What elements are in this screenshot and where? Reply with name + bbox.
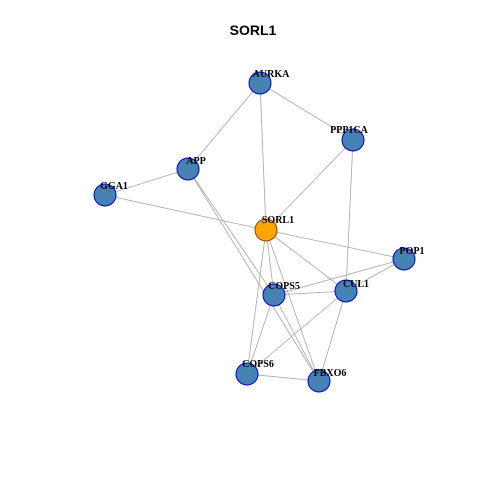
node-label-sorl1: SORL1 [262, 215, 294, 226]
node-ppp1ca [341, 128, 365, 152]
node-label-app: APP [186, 156, 205, 167]
edge-ppp1ca-sorl1 [265, 139, 354, 231]
edge-pop1-cops5 [273, 258, 405, 296]
node-label-cul1: CUL1 [343, 279, 369, 290]
edge-aurka-sorl1 [259, 82, 267, 231]
edge-cops5-cops6 [246, 294, 275, 375]
edge-cul1-fbxo6 [318, 290, 347, 382]
node-label-pop1: POP1 [400, 246, 425, 257]
edge-gga1-sorl1 [104, 194, 267, 231]
node-fbxo6 [307, 369, 331, 393]
edge-cul1-cops5 [273, 290, 347, 296]
nodes-layer [93, 71, 416, 393]
edge-sorl1-cul1 [265, 229, 347, 292]
edge-cops5-fbxo6 [273, 294, 320, 382]
edge-sorl1-cops6 [246, 229, 267, 375]
node-aurka [248, 71, 272, 95]
node-app [176, 157, 200, 181]
node-sorl1 [254, 218, 278, 242]
edge-cul1-cops6 [246, 290, 347, 375]
edge-gga1-app [104, 168, 189, 196]
edge-sorl1-pop1 [265, 229, 405, 260]
node-label-cops6: COPS6 [242, 359, 274, 370]
edge-aurka-app [187, 82, 261, 170]
node-label-cops5: COPS5 [268, 281, 300, 292]
node-cops6 [235, 362, 259, 386]
node-label-fbxo6: FBXO6 [314, 368, 347, 379]
edge-app-cops5 [187, 168, 275, 296]
edge-ppp1ca-cul1 [345, 139, 354, 292]
node-label-ppp1ca: PPP1CA [330, 125, 369, 136]
node-gga1 [93, 183, 117, 207]
node-cul1 [334, 279, 358, 303]
edge-aurka-ppp1ca [259, 82, 354, 141]
node-cops5 [262, 283, 286, 307]
node-label-gga1: GGA1 [100, 181, 128, 192]
node-pop1 [392, 247, 416, 271]
edge-app-fbxo6 [187, 168, 320, 382]
edge-cops6-fbxo6 [246, 373, 320, 382]
edge-sorl1-fbxo6 [265, 229, 320, 382]
graph-title: SORL1 [230, 22, 277, 38]
node-label-aurka: AURKA [253, 69, 290, 80]
